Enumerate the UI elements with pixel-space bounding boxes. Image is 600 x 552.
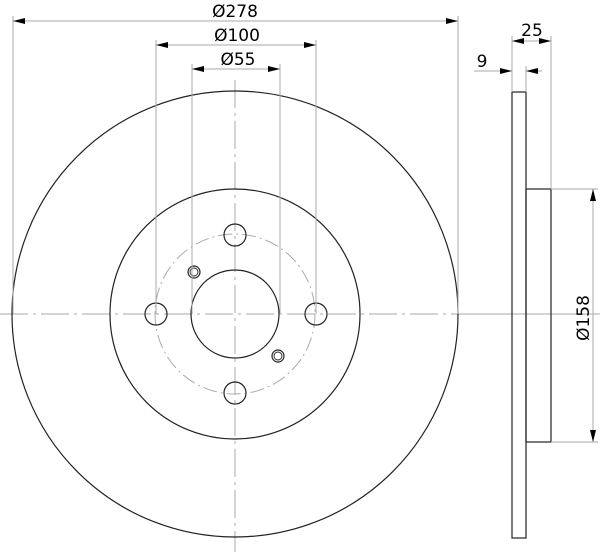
dimension-disc-thickness: 9 <box>474 52 542 92</box>
dimension-hat-diameter: Ø158 <box>551 188 598 443</box>
hat-edge <box>109 188 361 440</box>
label-disc-thickness: 9 <box>477 52 488 72</box>
label-outer-diameter: Ø278 <box>212 2 258 22</box>
locating-hole-upper-left <box>187 265 201 279</box>
bolt-circle <box>154 233 316 395</box>
dimension-center-bore: Ø55 <box>191 50 281 314</box>
side-view <box>470 91 600 539</box>
label-bolt-circle: Ø100 <box>214 26 260 46</box>
disc-plate-section <box>511 91 527 539</box>
dimension-total-height: 25 <box>511 21 552 189</box>
label-center-bore: Ø55 <box>220 50 255 70</box>
center-bore <box>190 269 280 359</box>
hat-section <box>525 188 552 443</box>
label-hat-diameter: Ø158 <box>574 295 594 341</box>
front-view <box>0 80 600 552</box>
bolt-hole-top <box>223 223 247 247</box>
bolt-hole-bottom <box>223 381 247 405</box>
dimension-outer-diameter: Ø278 <box>12 2 459 314</box>
label-total-height: 25 <box>521 21 543 41</box>
dimension-bolt-circle: Ø100 <box>155 26 317 314</box>
locating-hole-lower-right <box>271 349 285 363</box>
